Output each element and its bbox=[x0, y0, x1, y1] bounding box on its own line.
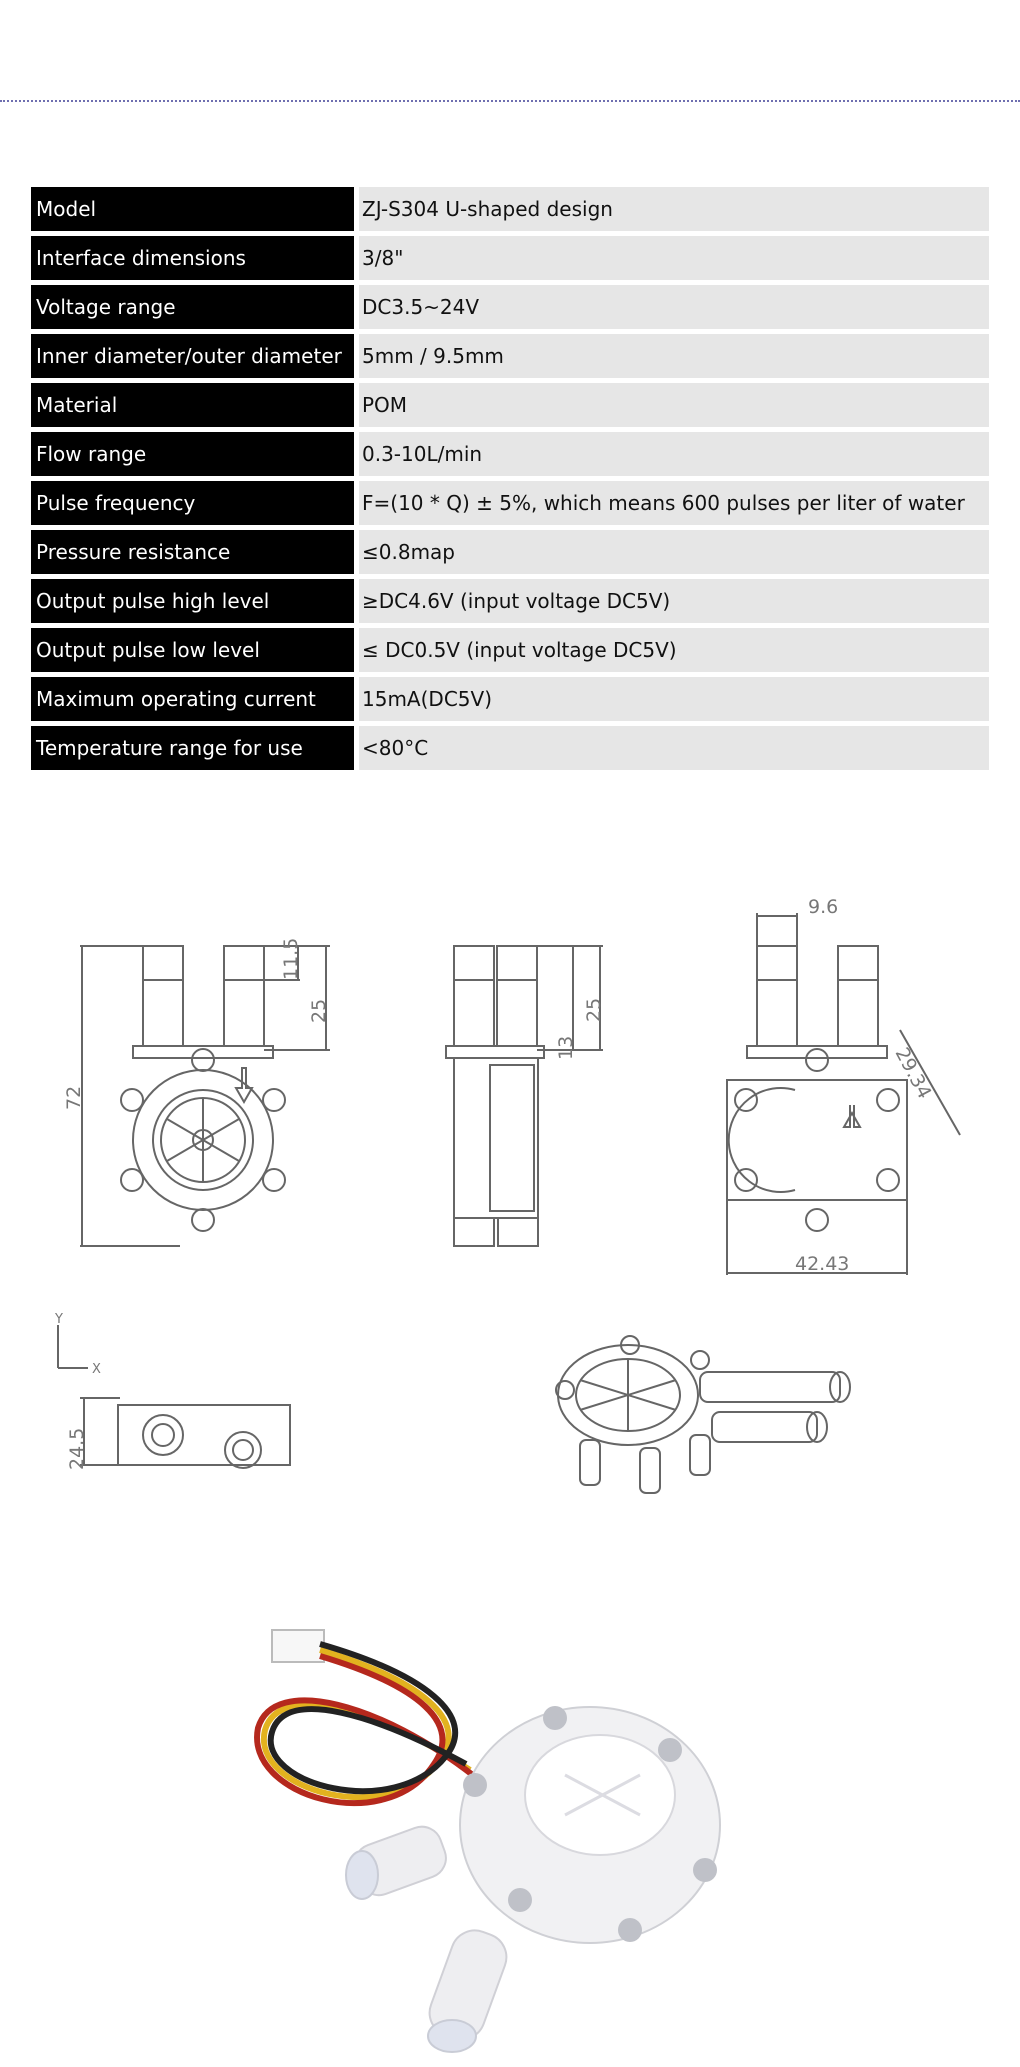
dim-label: 13 bbox=[555, 1036, 577, 1060]
spec-row: Temperature range for use<80°C bbox=[31, 726, 989, 770]
spec-value: POM bbox=[359, 383, 989, 427]
spec-label: Output pulse low level bbox=[31, 628, 354, 672]
spec-label: Voltage range bbox=[31, 285, 354, 329]
dim-label: 25 bbox=[583, 998, 605, 1022]
spec-label: Pressure resistance bbox=[31, 530, 354, 574]
spec-value: <80°C bbox=[359, 726, 989, 770]
spec-value: ≤0.8map bbox=[359, 530, 989, 574]
spec-value: 15mA(DC5V) bbox=[359, 677, 989, 721]
front-view bbox=[80, 945, 330, 1247]
axis-y-label: Y bbox=[54, 1312, 63, 1327]
isometric-view bbox=[555, 1335, 851, 1494]
dim-label: 9.6 bbox=[808, 896, 838, 918]
spec-value: 5mm / 9.5mm bbox=[359, 334, 989, 378]
sensor-body bbox=[345, 1706, 721, 2053]
spec-label: Inner diameter/outer diameter bbox=[31, 334, 354, 378]
connector bbox=[271, 1629, 325, 1663]
spec-value: F=(10 * Q) ± 5%, which means 600 pulses … bbox=[359, 481, 989, 525]
spec-value: ZJ-S304 U-shaped design bbox=[359, 187, 989, 231]
dim-label: 72 bbox=[63, 1086, 85, 1110]
technical-drawing: 11.5 25 72 25 13 9.6 29.34 42.43 24.5 Y … bbox=[54, 896, 961, 1494]
spec-value: ≥DC4.6V (input voltage DC5V) bbox=[359, 579, 989, 623]
spec-value: 0.3-10L/min bbox=[359, 432, 989, 476]
bottom-view bbox=[57, 1325, 291, 1469]
spec-label: Pulse frequency bbox=[31, 481, 354, 525]
spec-row: Pressure resistance≤0.8map bbox=[31, 530, 989, 574]
spec-label: Flow range bbox=[31, 432, 354, 476]
axis-x-label: X bbox=[92, 1362, 101, 1377]
spec-label: Temperature range for use bbox=[31, 726, 354, 770]
dim-label: 24.5 bbox=[66, 1428, 88, 1470]
spec-label: Material bbox=[31, 383, 354, 427]
side-view bbox=[445, 945, 603, 1247]
spec-label: Interface dimensions bbox=[31, 236, 354, 280]
spec-label: Model bbox=[31, 187, 354, 231]
dim-label: 25 bbox=[308, 999, 330, 1023]
spec-value: ≤ DC0.5V (input voltage DC5V) bbox=[359, 628, 989, 672]
product-image bbox=[254, 1629, 721, 2053]
spec-row: Output pulse high level≥DC4.6V (input vo… bbox=[31, 579, 989, 623]
dim-label: 42.43 bbox=[795, 1253, 849, 1275]
spec-label: Output pulse high level bbox=[31, 579, 354, 623]
spec-label: Maximum operating current bbox=[31, 677, 354, 721]
spec-value: 3/8" bbox=[359, 236, 989, 280]
spec-row: Output pulse low level≤ DC0.5V (input vo… bbox=[31, 628, 989, 672]
spec-value: DC3.5~24V bbox=[359, 285, 989, 329]
back-view bbox=[726, 913, 961, 1275]
dotted-divider bbox=[0, 100, 1020, 102]
dim-label: 11.5 bbox=[280, 938, 302, 980]
